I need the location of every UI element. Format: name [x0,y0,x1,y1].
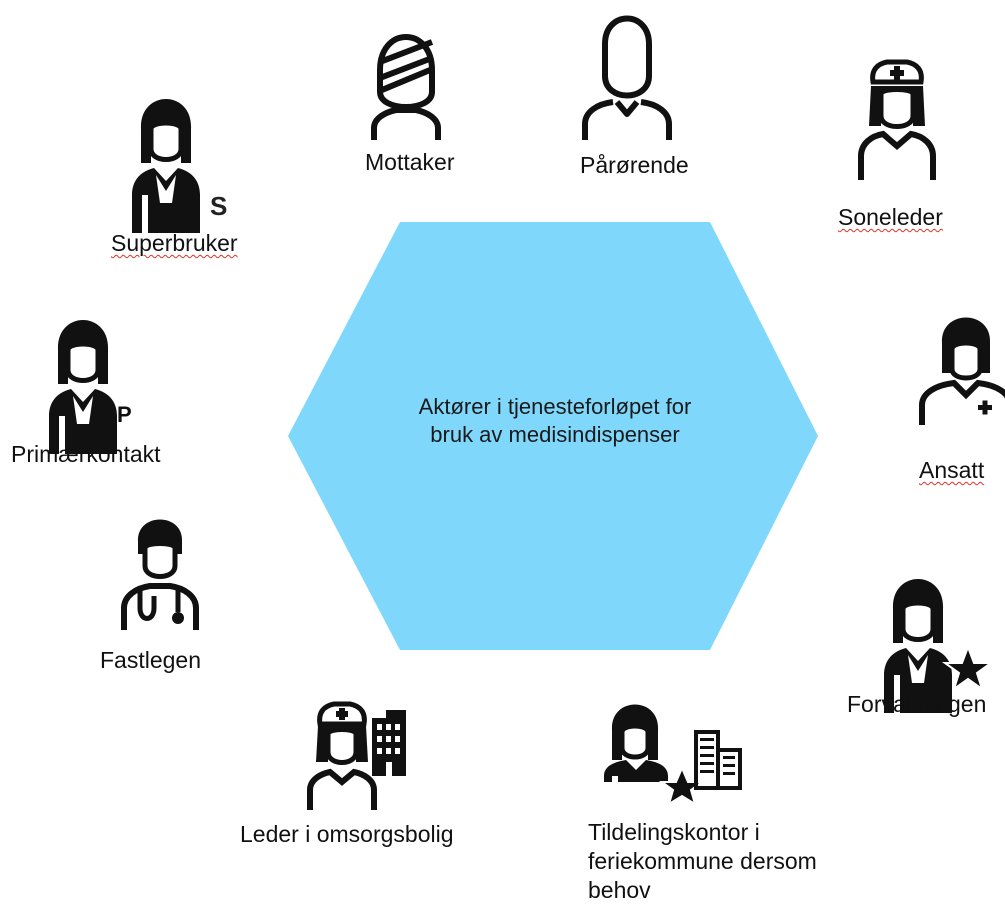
label-soneleder: Soneleder [838,204,943,230]
doctor-stethoscope-icon [121,519,199,630]
person-star-building-icon [604,704,742,807]
bandaged-person-icon [371,34,441,140]
primaerkontakt-badge: P [117,402,132,427]
label-mottaker: Mottaker [365,149,455,175]
label-fastlegen: Fastlegen [100,647,202,673]
person-with-star-icon [884,579,995,713]
person-with-s-badge-icon: S [132,99,227,233]
nurse-with-building-icon [307,701,406,810]
label-ansatt: Ansatt [919,457,985,483]
nurse-cap-person-icon [858,59,936,180]
person-with-p-badge-icon: P [49,320,132,454]
center-hexagon [288,222,818,650]
label-parorende: Pårørende [580,152,689,178]
relative-person-icon [582,15,672,140]
label-forvaltningen: Forvaltningen [847,691,987,717]
label-tildelingskontor: Tildelingskontor i feriekommune dersom b… [588,819,817,903]
superbruker-badge: S [210,191,227,221]
health-worker-icon [919,317,1005,425]
label-superbruker: Superbruker [111,230,238,256]
label-leder: Leder i omsorgsbolig [240,821,454,847]
label-primaerkontakt: Primærkontakt [11,441,161,467]
center-label: Aktører i tjenesteforløpet for bruk av m… [418,394,692,447]
